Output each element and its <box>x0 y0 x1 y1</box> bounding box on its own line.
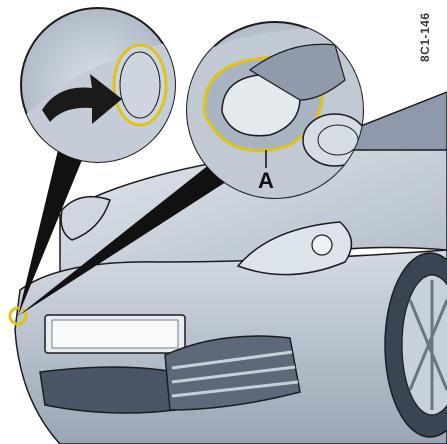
towing-eye-cover-icon <box>114 45 166 125</box>
inset-cover-removal <box>20 8 180 170</box>
lower-grille <box>40 367 175 413</box>
callout-label-a: A <box>258 168 274 194</box>
figure-code: 8C1-146 <box>418 12 442 82</box>
